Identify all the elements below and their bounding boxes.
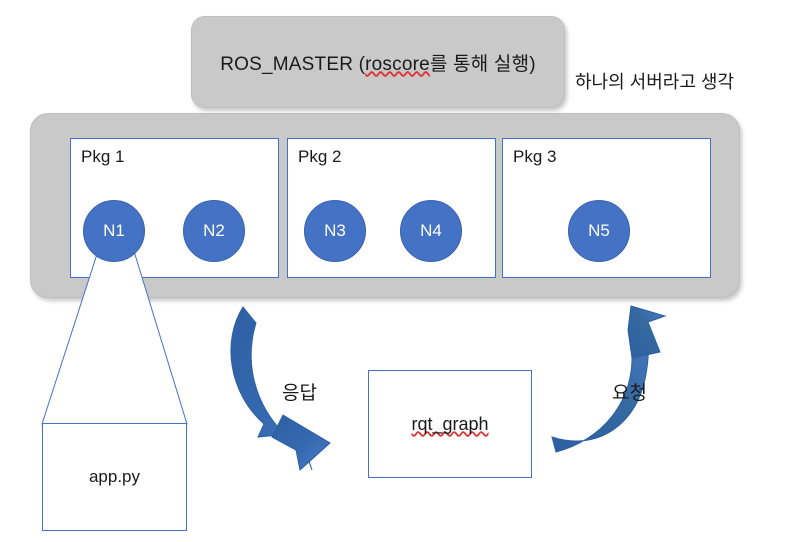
- ros-master-label: ROS_MASTER (roscore를 통해 실행): [220, 49, 536, 76]
- ros-master-label-prefix: ROS_MASTER (: [220, 53, 366, 75]
- request-arrowhead: [627, 305, 667, 359]
- response-arrowhead: [271, 414, 331, 471]
- node-label-n4: N4: [420, 221, 442, 240]
- side-annotation-text: 하나의 서버라고 생각: [575, 72, 735, 92]
- node-n2[interactable]: N2: [183, 200, 245, 262]
- ros-master-label-spellchecked-word: roscore: [365, 53, 430, 75]
- node-label-n3: N3: [324, 221, 346, 240]
- node-n5[interactable]: N5: [568, 200, 630, 262]
- package-title-pkg-2: Pkg 2: [298, 147, 342, 166]
- app-py-box[interactable]: app.py: [42, 423, 187, 531]
- package-title-pkg-3: Pkg 3: [513, 147, 557, 166]
- node-n1[interactable]: N1: [83, 200, 145, 262]
- request-arrow-label: 요청: [612, 383, 647, 404]
- response-arrow-label: 응답: [282, 383, 317, 404]
- ros-master-label-suffix: 를 통해 실행): [429, 53, 536, 75]
- app-py-label: app.py: [88, 467, 141, 486]
- rqt-graph-label: rqt_graph: [411, 413, 489, 434]
- node-label-n1: N1: [103, 221, 125, 240]
- node-n3[interactable]: N3: [304, 200, 366, 262]
- ros-master-box[interactable]: ROS_MASTER (roscore를 통해 실행): [191, 16, 565, 108]
- node-label-n2: N2: [203, 221, 225, 240]
- rqt-graph-box[interactable]: rqt_graph: [368, 370, 532, 478]
- node-label-n5: N5: [588, 221, 610, 240]
- package-title-pkg-1: Pkg 1: [81, 147, 125, 166]
- node-n4[interactable]: N4: [400, 200, 462, 262]
